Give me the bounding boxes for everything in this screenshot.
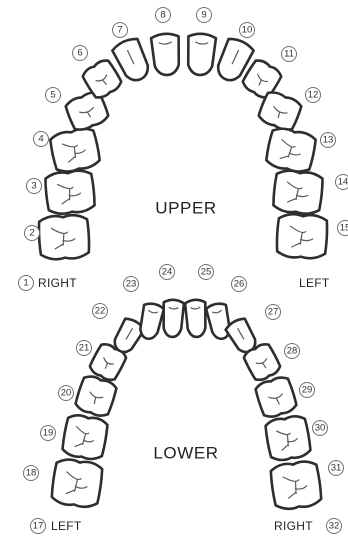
lower-right-label-group: RIGHT 32: [274, 519, 342, 534]
upper-arch-title: UPPER: [155, 199, 217, 218]
upper-right-label: RIGHT: [38, 276, 77, 290]
tooth-number-29: 29: [302, 385, 313, 396]
upper-arch: [38, 33, 328, 260]
tooth-number-32: 32: [329, 521, 340, 532]
tooth-18[interactable]: [50, 458, 103, 509]
tooth-23[interactable]: [137, 302, 164, 341]
tooth-23-crown: [137, 302, 164, 341]
tooth-number-2: 2: [29, 228, 34, 239]
tooth-number-10: 10: [242, 25, 253, 36]
tooth-4[interactable]: [49, 126, 102, 174]
tooth-number-7: 7: [117, 25, 122, 36]
tooth-number-5: 5: [50, 90, 55, 101]
upper-right-label-group: 1 RIGHT: [19, 276, 78, 291]
tooth-14[interactable]: [272, 169, 324, 215]
lower-left-label-group: 17 LEFT: [31, 519, 82, 534]
tooth-number-12: 12: [308, 90, 319, 101]
tooth-number-13: 13: [323, 135, 334, 146]
tooth-number-1: 1: [23, 278, 28, 289]
tooth-number-14: 14: [338, 177, 348, 188]
lower-right-label: RIGHT: [274, 519, 313, 533]
tooth-9-crown: [186, 33, 216, 76]
tooth-number-18: 18: [26, 468, 37, 479]
lower-arch-title: LOWER: [153, 444, 218, 463]
upper-left-label: LEFT: [299, 276, 330, 290]
tooth-number-3: 3: [31, 181, 36, 192]
tooth-8-crown: [151, 33, 181, 76]
tooth-3[interactable]: [44, 169, 96, 215]
tooth-number-9: 9: [201, 10, 206, 21]
tooth-8[interactable]: [151, 33, 181, 76]
tooth-number-30: 30: [315, 423, 326, 434]
tooth-number-20: 20: [61, 388, 72, 399]
tooth-number-8: 8: [160, 10, 165, 21]
lower-left-label: LEFT: [51, 519, 82, 533]
tooth-number-21: 21: [79, 343, 90, 354]
tooth-2[interactable]: [38, 214, 90, 260]
tooth-30[interactable]: [264, 414, 312, 462]
tooth-19[interactable]: [61, 413, 109, 461]
tooth-number-15: 15: [340, 223, 348, 234]
tooth-29-crown: [254, 375, 299, 420]
tooth-number-27: 27: [268, 307, 279, 318]
tooth-29[interactable]: [254, 375, 299, 420]
tooth-9[interactable]: [186, 33, 216, 76]
lower-arch: [50, 299, 323, 511]
tooth-15[interactable]: [276, 213, 328, 259]
tooth-number-26: 26: [234, 279, 245, 290]
tooth-number-22: 22: [95, 306, 106, 317]
tooth-number-24: 24: [162, 267, 173, 278]
tooth-number-28: 28: [287, 346, 298, 357]
tooth-25[interactable]: [185, 299, 207, 337]
tooth-number-11: 11: [284, 49, 294, 60]
tooth-number-17: 17: [33, 521, 44, 532]
tooth-number-4: 4: [38, 134, 43, 145]
tooth-number-31: 31: [331, 463, 342, 474]
tooth-number-25: 25: [201, 267, 212, 278]
tooth-number-19: 19: [43, 428, 54, 439]
tooth-24-crown: [162, 299, 184, 337]
tooth-24[interactable]: [162, 299, 184, 337]
tooth-number-6: 6: [77, 48, 82, 59]
tooth-25-crown: [185, 299, 207, 337]
tooth-13[interactable]: [265, 126, 318, 174]
tooth-31[interactable]: [269, 460, 322, 511]
tooth-number-23: 23: [126, 279, 137, 290]
